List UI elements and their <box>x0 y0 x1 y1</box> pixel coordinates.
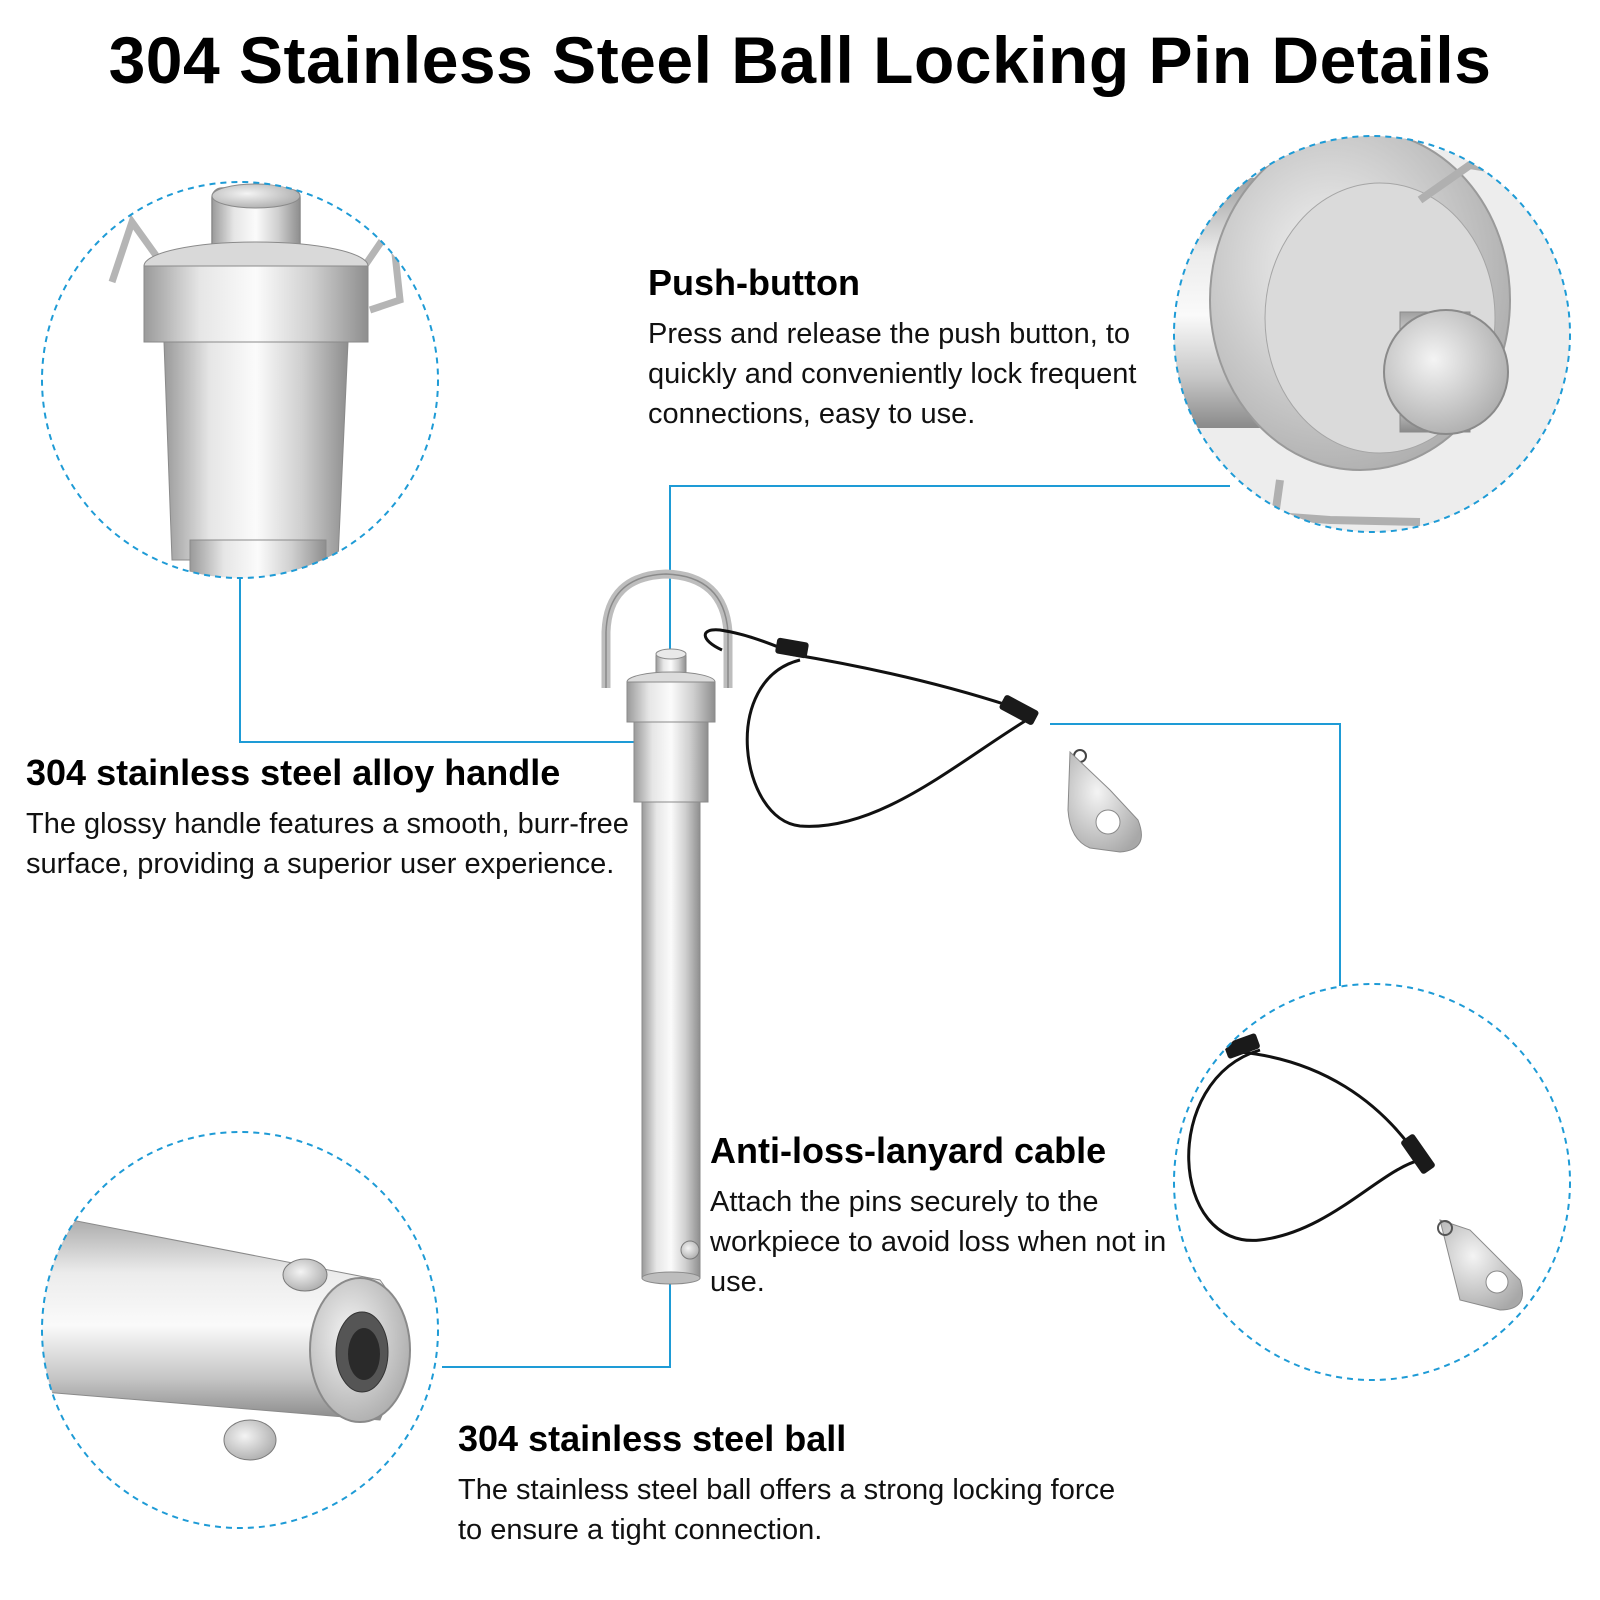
feature-handle: 304 stainless steel alloy handle The glo… <box>26 752 646 884</box>
zoom-circle-handle <box>41 181 439 579</box>
feature-cable: Anti-loss-lanyard cable Attach the pins … <box>710 1130 1180 1302</box>
feature-description: Attach the pins securely to the workpiec… <box>710 1186 1167 1298</box>
feature-heading: 304 stainless steel ball <box>458 1418 847 1459</box>
feature-description: Press and release the push button, to qu… <box>648 318 1137 430</box>
zoom-circle-push-button <box>1173 135 1571 533</box>
feature-description: The glossy handle features a smooth, bur… <box>26 808 629 880</box>
page-title: 304 Stainless Steel Ball Locking Pin Det… <box>108 23 1492 97</box>
feature-heading: Push-button <box>648 262 860 303</box>
feature-heading: Anti-loss-lanyard cable <box>710 1130 1107 1171</box>
callout-line-handle <box>239 578 655 743</box>
feature-heading: 304 stainless steel alloy handle <box>26 752 561 793</box>
callout-line-push-button <box>669 485 1230 650</box>
feature-description: The stainless steel ball offers a strong… <box>458 1474 1116 1546</box>
feature-ball: 304 stainless steel ball The stainless s… <box>458 1418 1118 1550</box>
callout-lines <box>239 485 1341 1368</box>
zoom-circle-ball <box>41 1131 439 1529</box>
callout-line-cable <box>1050 723 1341 986</box>
feature-push-button: Push-button Press and release the push b… <box>648 262 1168 434</box>
zoom-circle-cable <box>1173 983 1571 1381</box>
main-pin-product <box>601 569 1142 1285</box>
callout-line-ball <box>442 1262 671 1368</box>
